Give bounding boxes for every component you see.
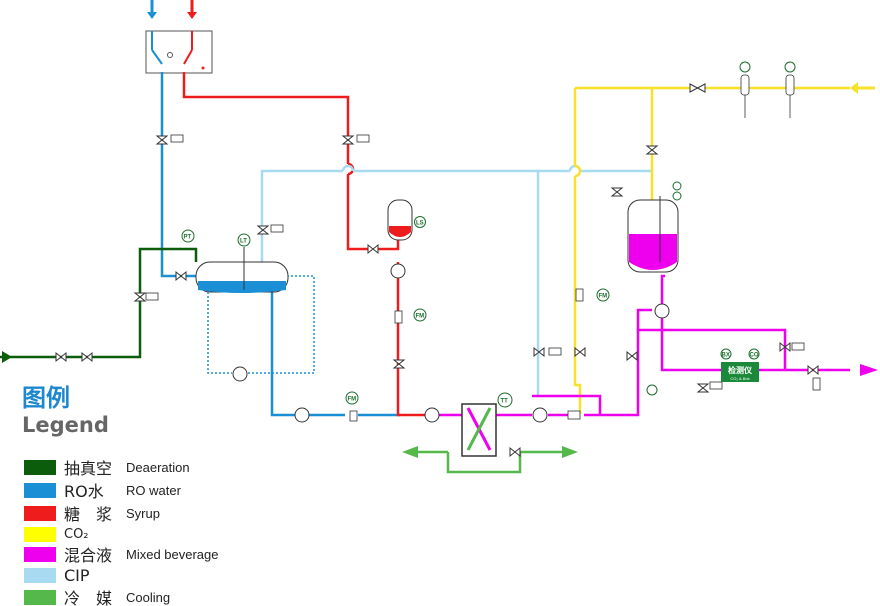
legend-item-deaeration: 抽真空 Deaeration — [24, 458, 190, 478]
legend-item-syrup: 糖 浆 Syrup — [24, 504, 160, 524]
legend-swatch — [24, 505, 56, 521]
legend-en-label: Deaeration — [126, 459, 190, 475]
mixed-outlet-arrow — [860, 364, 878, 376]
filling-pump-icon — [654, 303, 670, 319]
legend-item-cip: CIP — [24, 565, 126, 585]
fm-water-tag-label: FM — [348, 397, 357, 403]
cooling-outlet-arrow — [402, 446, 418, 458]
instrument-tags — [181, 61, 796, 408]
syrup-tank — [387, 199, 426, 241]
changeover-panel — [145, 30, 213, 74]
fm-co2-tag-label: FM — [599, 294, 608, 300]
syrup-inlet-arrow — [187, 0, 197, 19]
heat-exchanger — [461, 403, 497, 457]
ro-water-inlet-arrow — [147, 0, 157, 19]
legend-cn-label: CO₂ — [64, 526, 89, 542]
legend-subtitle: Legend — [22, 413, 109, 437]
legend-cn-label: 抽真空 — [64, 459, 113, 478]
legend-cn-label: 混合液 — [64, 546, 113, 565]
recirculation-pump-icon — [232, 366, 248, 382]
legend-en-label: Mixed beverage — [126, 546, 219, 562]
bx-tag-label: BX — [722, 353, 730, 359]
analyzer-box — [721, 362, 759, 382]
legend-swatch — [24, 546, 56, 562]
ro-pump-icon — [294, 407, 310, 423]
mixed-beverage-line — [438, 274, 850, 417]
legend-item-co2: CO₂ — [24, 525, 126, 543]
co2-line — [573, 86, 850, 414]
valve-icons — [55, 83, 819, 458]
syrup-pump-icon — [390, 263, 406, 279]
ro-water-line — [160, 72, 400, 417]
legend-swatch — [24, 459, 56, 475]
legend-cn-label: 糖 浆 — [64, 505, 113, 524]
deaeration-arrow — [2, 351, 12, 363]
valve-actuators — [145, 134, 821, 422]
legend-swatch — [24, 589, 56, 605]
co2-inlet-arrow — [850, 82, 858, 94]
legend-en-label: Cooling — [126, 589, 171, 605]
co-tag-label: CO — [750, 353, 759, 359]
mixing-tank — [627, 196, 679, 273]
legend-en-label: RO water — [126, 482, 181, 498]
legend-cn-label: 冷 媒 — [64, 589, 113, 606]
co2-filters — [740, 74, 795, 118]
legend-cn-label: RO水 — [64, 482, 104, 501]
fm-syrup-tag-label: FM — [416, 314, 425, 320]
legend-swatch — [24, 482, 56, 498]
legend-item-ro-water: RO水 RO water — [24, 481, 181, 501]
pt-tag-label: PT — [184, 235, 192, 241]
cip-line — [260, 164, 652, 396]
analyzer-label: 检测仪 — [728, 365, 753, 375]
deaeration-line — [0, 247, 198, 359]
legend-item-cooling: 冷 媒 Cooling — [24, 588, 170, 606]
analyzer-sub: CO₂ & Brix — [730, 376, 749, 381]
deaeration-recirculation — [207, 275, 315, 374]
legend-swatch — [24, 567, 56, 583]
cooling-inlet-arrow — [562, 446, 578, 458]
legend-title: 图例 — [22, 384, 70, 412]
chiller-pump-icon — [532, 407, 548, 423]
ls-tag-label: LS — [416, 221, 424, 227]
mix-pump-icon — [424, 407, 440, 423]
deaeration-tank — [195, 247, 289, 293]
legend-cn-label: CIP — [64, 565, 90, 585]
tt-tag-label: TT — [501, 399, 509, 405]
syrup-line — [182, 72, 425, 417]
lt-tag-label: LT — [240, 239, 247, 245]
legend-swatch — [24, 526, 56, 542]
legend-en-label: Syrup — [126, 505, 160, 521]
legend-item-mixed: 混合液 Mixed beverage — [24, 545, 219, 565]
